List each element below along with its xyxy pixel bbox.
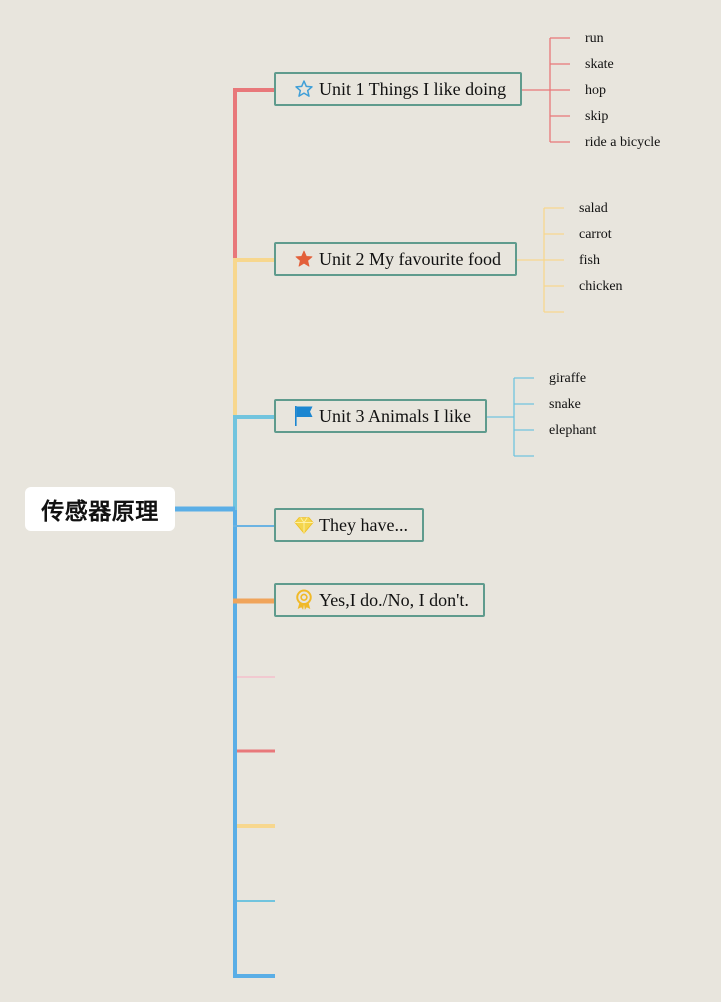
leaf-item[interactable]: skate	[585, 57, 614, 72]
star-filled-icon	[293, 248, 315, 270]
unit2-leaf-connectors	[515, 207, 564, 313]
unit3-leaf-connectors	[485, 377, 534, 457]
root-node[interactable]: 传感器原理	[25, 487, 175, 531]
leaf-item[interactable]: skip	[585, 109, 609, 124]
leaf-item[interactable]: fish	[579, 253, 600, 268]
topic-they-have[interactable]: They have...	[274, 508, 424, 542]
root-label: 传感器原理	[41, 499, 159, 525]
flag-icon	[293, 405, 315, 427]
award-ribbon-icon	[293, 589, 315, 611]
topic-unit-2[interactable]: Unit 2 My favourite food	[274, 242, 517, 276]
star-outline-icon	[293, 78, 315, 100]
unit1-leaf-connectors	[521, 37, 570, 143]
leaf-item[interactable]: elephant	[549, 423, 597, 438]
gem-icon	[293, 514, 315, 536]
leaf-item[interactable]: run	[585, 31, 604, 46]
leaf-item[interactable]: ride a bicycle	[585, 135, 661, 150]
leaf-item[interactable]: chicken	[579, 279, 623, 294]
topic-label: Unit 1 Things I like doing	[319, 78, 507, 99]
topic-unit-1[interactable]: Unit 1 Things I like doing	[274, 72, 523, 106]
topic-unit-3[interactable]: Unit 3 Animals I like	[274, 399, 487, 433]
leaf-item[interactable]: giraffe	[549, 371, 587, 386]
leaf-item[interactable]: hop	[585, 83, 606, 98]
topic-label: They have...	[319, 514, 408, 535]
leaf-item[interactable]: carrot	[579, 227, 612, 242]
topic-label: Unit 2 My favourite food	[319, 248, 501, 269]
leaf-item[interactable]: snake	[549, 397, 581, 412]
topic-label: Unit 3 Animals I like	[319, 405, 471, 426]
topic-yes-no[interactable]: Yes,I do./No, I don't.	[274, 583, 485, 617]
topic-label: Yes,I do./No, I don't.	[319, 589, 469, 610]
leaf-item[interactable]: salad	[579, 201, 608, 216]
